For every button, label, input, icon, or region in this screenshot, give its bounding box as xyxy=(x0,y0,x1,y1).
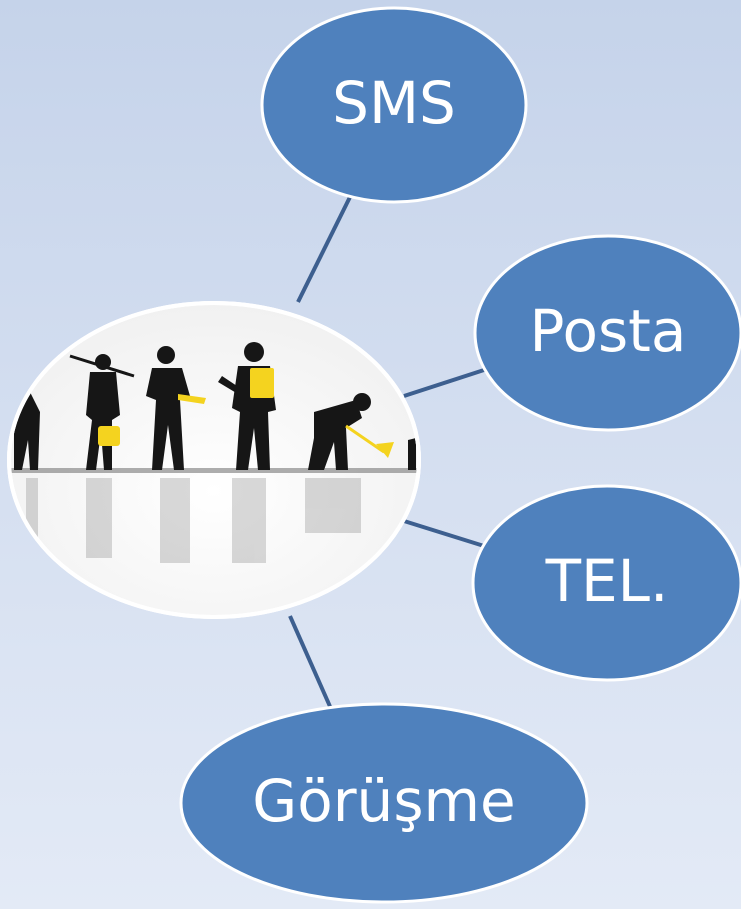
node-tel-label: TEL. xyxy=(545,547,669,615)
node-posta-label: Posta xyxy=(530,297,687,365)
node-gorusme-label: Görüşme xyxy=(252,767,515,835)
connector-sms xyxy=(296,196,352,303)
node-tel[interactable]: TEL. xyxy=(471,484,741,682)
node-posta[interactable]: Posta xyxy=(473,234,741,432)
center-image xyxy=(7,301,421,619)
node-sms-label: SMS xyxy=(332,69,456,137)
node-gorusme[interactable]: Görüşme xyxy=(179,702,589,904)
node-sms[interactable]: SMS xyxy=(260,6,528,204)
connector-posta xyxy=(403,368,485,398)
yellow-tools xyxy=(98,368,394,458)
connector-gorusme xyxy=(288,615,334,712)
connector-tel xyxy=(403,519,485,548)
